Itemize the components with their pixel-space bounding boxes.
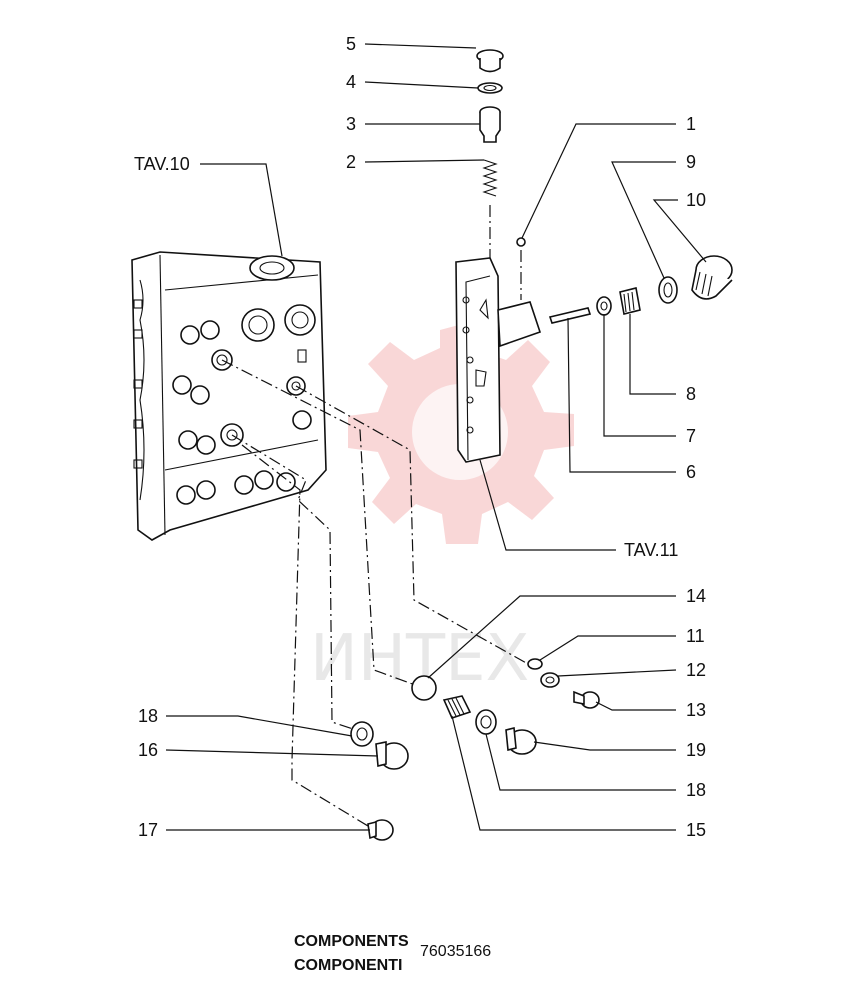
- callout-14: 14: [686, 586, 706, 606]
- callout-13: 13: [686, 700, 706, 720]
- callout-19: 19: [686, 740, 706, 760]
- part-15-spring: [442, 695, 472, 719]
- part-6-pin: [548, 307, 592, 324]
- callout-labels: 5 4 3 2 1 9 10 8 7 6 14 11 12 13 19 18 1…: [134, 34, 706, 840]
- part-16-plug: [375, 741, 409, 770]
- callout-12: 12: [686, 660, 706, 680]
- part-18-ring-right: [475, 709, 497, 735]
- separator-plate: [455, 257, 542, 463]
- callout-11: 11: [686, 626, 705, 646]
- reference-tav10: TAV.10: [134, 154, 190, 174]
- assembly-lines: [221, 205, 529, 827]
- callout-18-left: 18: [138, 706, 158, 726]
- part-9-ring: [658, 276, 678, 304]
- part-3-valve: [479, 106, 501, 143]
- footer-caption: COMPONENTS COMPONENTI 76035166: [294, 933, 491, 974]
- leader-lines: [165, 43, 707, 831]
- callout-16: 16: [138, 740, 158, 760]
- callout-10: 10: [686, 190, 706, 210]
- part-8-spring: [619, 287, 641, 315]
- callout-3: 3: [346, 114, 356, 134]
- callout-8: 8: [686, 384, 696, 404]
- part-2-spring: [482, 159, 498, 197]
- callout-7: 7: [686, 426, 696, 446]
- part-12-ring: [540, 672, 560, 688]
- part-19-plug: [505, 726, 537, 755]
- callout-17: 17: [138, 820, 158, 840]
- part-5-plug: [476, 49, 504, 73]
- part-13-screw: [573, 690, 600, 709]
- part-11-ring: [527, 658, 543, 670]
- callout-6: 6: [686, 462, 696, 482]
- footer-part-number: 76035166: [420, 943, 491, 960]
- callout-18-right: 18: [686, 780, 706, 800]
- reference-tav11: TAV.11: [624, 540, 678, 560]
- callout-1: 1: [686, 114, 696, 134]
- callout-15: 15: [686, 820, 706, 840]
- callout-4: 4: [346, 72, 356, 92]
- valve-body: [131, 251, 327, 541]
- part-18-ring-left: [350, 721, 374, 747]
- footer-line-1: COMPONENTS: [294, 933, 409, 950]
- part-17-screw: [367, 819, 394, 841]
- part-14-ball: [411, 675, 437, 701]
- part-7-washer: [596, 296, 612, 316]
- footer-line-2: COMPONENTI: [294, 957, 402, 974]
- callout-5: 5: [346, 34, 356, 54]
- part-4-washer: [477, 82, 503, 94]
- part-1-ball: [516, 237, 526, 247]
- callout-9: 9: [686, 152, 696, 172]
- callout-2: 2: [346, 152, 356, 172]
- part-10-plug: [691, 255, 733, 300]
